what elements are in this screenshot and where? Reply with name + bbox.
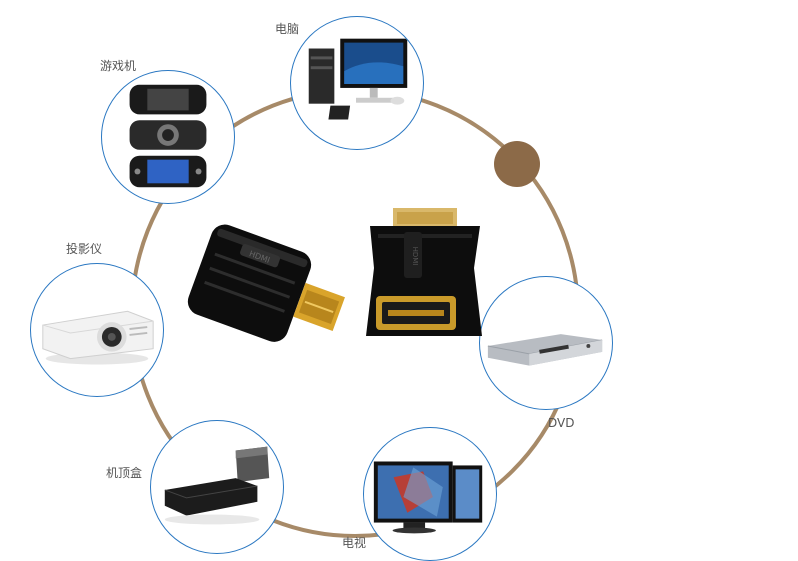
computer-node	[290, 16, 424, 150]
set-top-box-label: 机顶盒	[106, 466, 143, 480]
projector-icon	[42, 310, 154, 365]
ring-accent-dot	[494, 141, 540, 187]
game-console-icon	[129, 84, 207, 188]
game-console-label: 游戏机	[100, 59, 137, 73]
projector-label: 投影仪	[66, 242, 103, 256]
svg-text:HDMI: HDMI	[411, 247, 419, 266]
game-console-node	[101, 70, 235, 204]
tv-node	[363, 427, 497, 561]
dvd-label: DVD	[548, 416, 575, 430]
computer-icon	[308, 38, 408, 120]
hdmi-adapter-right: HDMI	[366, 208, 482, 336]
hdmi-adapter-left: HDMI	[187, 224, 345, 342]
dvd-node	[479, 276, 613, 410]
computer-label: 电脑	[275, 22, 300, 36]
set-top-box-icon	[164, 446, 270, 525]
projector-node	[30, 263, 164, 397]
tv-icon	[373, 461, 483, 534]
tv-label: 电视	[342, 536, 367, 550]
dvd-player-icon	[487, 334, 603, 366]
set-top-box-node	[150, 420, 284, 554]
